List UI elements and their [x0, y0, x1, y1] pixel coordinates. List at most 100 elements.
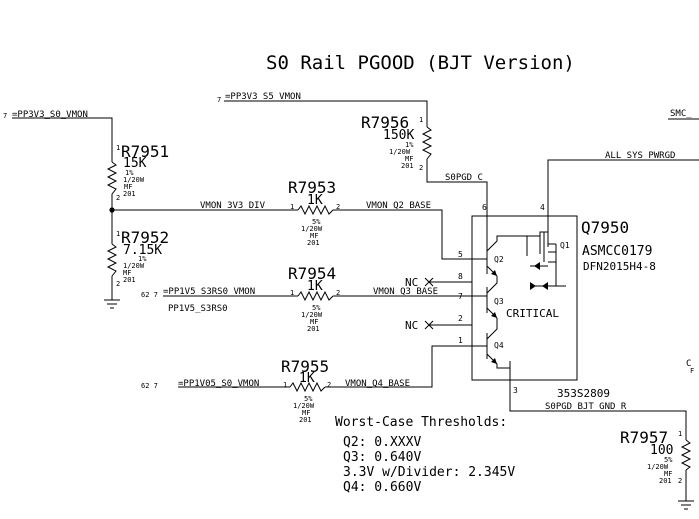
ground-symbol-left: [104, 299, 120, 309]
r7953-power: 1/20W: [301, 225, 323, 233]
threshold-line-q4: Q4: 0.660V: [343, 480, 421, 495]
threshold-line-divider: 3.3V w/Divider: 2.345V: [343, 465, 515, 480]
r7951-type: MF: [124, 183, 132, 191]
net-label-all-sys-pwrgd[interactable]: ALL_SYS_PWRGD: [605, 151, 675, 161]
r7955-value: 1K: [299, 371, 315, 386]
ic-q2-label: Q2: [494, 255, 504, 264]
threshold-line-q2: Q2: 0.XXXV: [343, 435, 421, 450]
net-label-smc-partial[interactable]: SMC_: [670, 109, 692, 119]
ic-pin6: 6: [482, 203, 487, 212]
ic-q4-label: Q4: [494, 341, 504, 350]
resistor-r7957-body: [680, 439, 692, 471]
net-label-vmon-q2-base[interactable]: VMON_Q2_BASE: [366, 201, 431, 211]
ic-q1-label: Q1: [560, 241, 570, 250]
r7956-tol: 1%: [405, 141, 414, 149]
net-label-vmon-3v3-div[interactable]: VMON_3V3_DIV: [200, 201, 266, 211]
net-label-pp1v05-s0-vmon[interactable]: =PP1V05_S0_VMON: [178, 379, 259, 389]
resistor-r7955-body: [289, 381, 326, 393]
net-label-vmon-q3-base[interactable]: VMON_Q3_BASE: [373, 287, 438, 297]
edge-label-c: C: [686, 359, 691, 369]
r7954-pin1: 1: [290, 289, 294, 297]
ic-critical-flag: CRITICAL: [506, 307, 559, 320]
r7957-pin1: 1: [678, 430, 682, 438]
ic-apn: 353S2809: [557, 387, 610, 400]
r7951-value: 15K: [123, 156, 147, 171]
nc-marker-pin2: [424, 320, 434, 330]
r7955-pin2: 2: [327, 381, 331, 389]
r7956-pin2: 2: [419, 164, 423, 172]
r7957-pin2: 2: [678, 477, 682, 485]
ic-q3-label: Q3: [494, 297, 504, 306]
ic-pin4: 4: [540, 203, 545, 212]
r7951-size: 201: [123, 190, 136, 198]
r7956-ref[interactable]: R7956: [361, 113, 409, 132]
thresholds-heading: Worst-Case Thresholds:: [335, 415, 507, 430]
r7956-type: MF: [405, 155, 413, 163]
nc-marker-pin8: [424, 277, 434, 287]
r7955-size: 201: [299, 416, 312, 424]
r7954-pin2: 2: [336, 289, 340, 297]
ic-pin3: 3: [513, 386, 518, 395]
junction-dot: [109, 207, 115, 213]
r7957-tol: 5%: [664, 456, 673, 464]
page-ref-62-7b: 62 7: [141, 382, 158, 390]
r7956-value: 150K: [383, 128, 414, 143]
ic-pin7: 7: [458, 292, 463, 301]
net-label-s0pgd-bjt-gnd-r[interactable]: S0PGD_BJT_GND_R: [545, 402, 627, 412]
r7951-power: 1/20W: [123, 176, 145, 184]
r7955-pin1: 1: [283, 381, 287, 389]
resistor-r7952-body: [106, 243, 118, 277]
net-label-pp3v3-s0-vmon[interactable]: =PP3V3_S0_VMON: [12, 110, 88, 120]
r7954-size: 201: [307, 325, 320, 333]
ic-q7950-body: [471, 215, 578, 381]
r7951-pin2: 2: [116, 194, 120, 202]
r7957-power: 1/20W: [647, 463, 669, 471]
r7953-size: 201: [307, 239, 320, 247]
net-label-pp3v3-s5-vmon[interactable]: =PP3V3_S5_VMON: [225, 92, 301, 102]
r7951-ref[interactable]: R7951: [121, 142, 169, 161]
ic-part-number: ASMCC0179: [582, 244, 652, 259]
ic-pin8: 8: [458, 272, 463, 281]
r7952-tol: 1%: [138, 255, 147, 263]
r7955-type: MF: [302, 409, 310, 417]
net-label-vmon-q4-base[interactable]: VMON_Q4_BASE: [345, 379, 410, 389]
page-ref-62-7a: 62 7: [141, 291, 158, 299]
edge-label-f: F: [690, 367, 694, 375]
ic-ref[interactable]: Q7950: [581, 218, 629, 237]
ic-pin2: 2: [458, 314, 463, 323]
net-label-s0pgd-c[interactable]: S0PGD_C: [445, 173, 483, 183]
r7957-size: 201: [659, 477, 672, 485]
r7954-power: 1/20W: [301, 311, 323, 319]
resistor-r7951-body: [106, 161, 118, 195]
r7957-ref[interactable]: R7957: [620, 428, 668, 447]
r7957-value: 100: [650, 443, 673, 458]
r7954-type: MF: [310, 318, 318, 326]
r7953-ref[interactable]: R7953: [288, 178, 336, 197]
r7954-ref[interactable]: R7954: [288, 264, 336, 283]
r7952-size: 201: [123, 276, 136, 284]
r7953-tol: 5%: [312, 218, 321, 226]
r7952-type: MF: [123, 269, 131, 277]
net-label-pp1v5-s3rs0-vmon[interactable]: =PP1V5_S3RS0_VMON: [163, 287, 255, 297]
threshold-line-q3: Q3: 0.640V: [343, 450, 421, 465]
ic-pin1: 1: [458, 336, 463, 345]
r7952-value: 7.15K: [123, 243, 162, 258]
r7953-pin2: 2: [336, 203, 340, 211]
page-title: S0 Rail PGOOD (BJT Version): [266, 52, 575, 74]
r7956-size: 201: [401, 162, 414, 170]
resistor-r7956-body: [421, 126, 433, 160]
r7957-type: MF: [664, 470, 672, 478]
r7952-ref[interactable]: R7952: [121, 228, 169, 247]
r7956-power: 1/20W: [389, 148, 411, 156]
r7955-ref[interactable]: R7955: [281, 357, 329, 376]
resistor-r7953-body: [297, 204, 334, 216]
ic-package: DFN2015H4-8: [583, 260, 656, 273]
nc-label-pin2: NC: [405, 319, 418, 332]
resistor-r7954-body: [297, 290, 334, 302]
r7954-tol: 5%: [312, 304, 321, 312]
r7955-power: 1/20W: [293, 402, 315, 410]
r7953-value: 1K: [307, 193, 323, 208]
net-label-pp1v5-s3rs0[interactable]: PP1V5_S3RS0: [168, 304, 228, 314]
r7955-tol: 5%: [304, 395, 313, 403]
